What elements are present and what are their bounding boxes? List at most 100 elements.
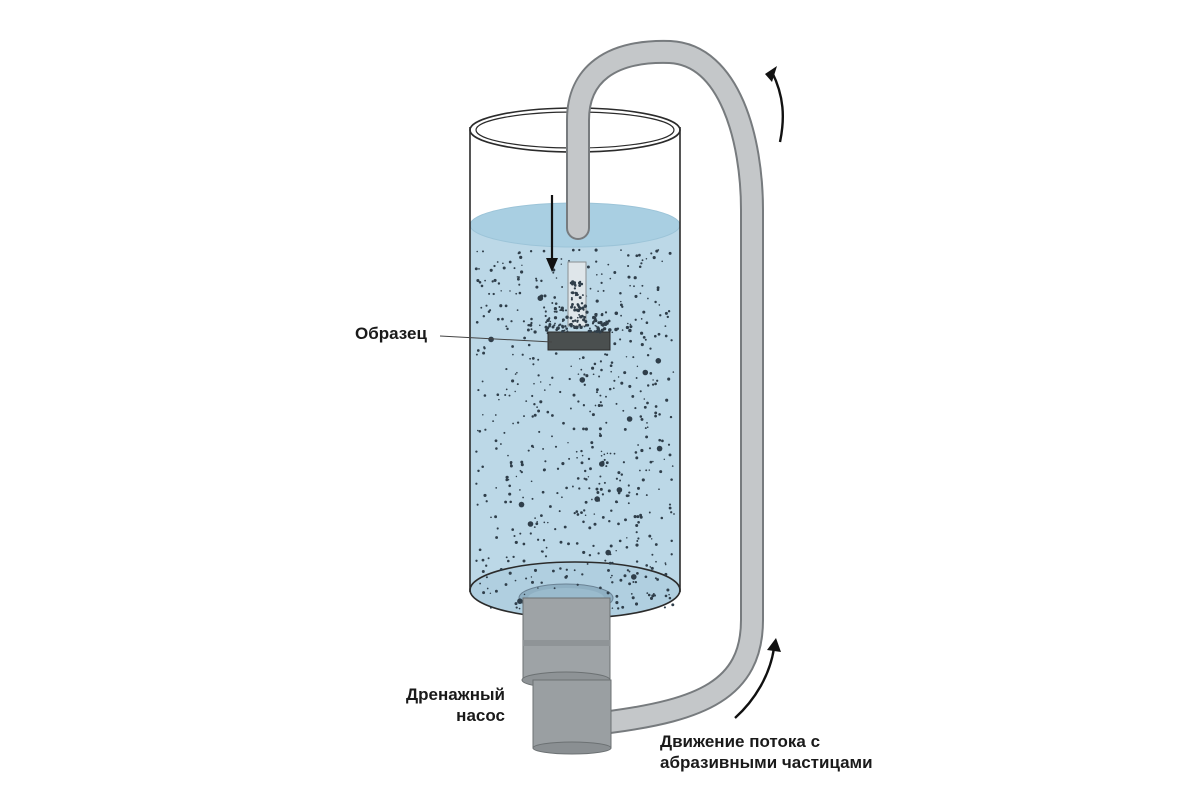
particle bbox=[511, 379, 515, 383]
particle bbox=[632, 581, 635, 583]
particle bbox=[527, 449, 530, 452]
particle bbox=[576, 456, 578, 459]
particle bbox=[601, 460, 605, 464]
particle bbox=[631, 596, 635, 600]
particle bbox=[628, 582, 632, 586]
particle bbox=[590, 441, 594, 445]
particle bbox=[619, 578, 623, 582]
particle bbox=[608, 561, 612, 565]
particle bbox=[504, 304, 508, 308]
particle bbox=[517, 598, 523, 604]
particle bbox=[668, 596, 672, 600]
particle bbox=[611, 607, 614, 609]
particle bbox=[520, 270, 524, 274]
particle bbox=[573, 511, 576, 515]
particle bbox=[603, 458, 606, 461]
particle bbox=[556, 326, 560, 331]
particle bbox=[530, 480, 533, 483]
hose bbox=[568, 41, 762, 732]
abrasive-particles bbox=[474, 248, 675, 610]
particle bbox=[593, 522, 597, 526]
particle bbox=[591, 413, 595, 417]
particle bbox=[529, 532, 532, 535]
particle bbox=[672, 371, 675, 373]
particle bbox=[537, 587, 539, 589]
particle bbox=[603, 453, 606, 456]
particle bbox=[476, 349, 480, 352]
particle bbox=[603, 481, 606, 484]
particle bbox=[644, 338, 647, 341]
particle bbox=[595, 260, 598, 263]
particle bbox=[649, 596, 654, 600]
particle bbox=[511, 345, 514, 348]
particle bbox=[658, 304, 661, 306]
particle bbox=[570, 365, 572, 368]
particle bbox=[596, 388, 599, 392]
particle bbox=[539, 400, 543, 404]
particle bbox=[607, 263, 610, 266]
particle bbox=[500, 290, 502, 292]
particle bbox=[584, 500, 588, 504]
particle bbox=[588, 553, 592, 557]
particle bbox=[606, 591, 610, 595]
particle bbox=[504, 500, 508, 504]
particle bbox=[536, 538, 540, 541]
particle bbox=[478, 280, 482, 284]
particle bbox=[575, 450, 578, 453]
particle bbox=[596, 326, 600, 331]
particle bbox=[513, 534, 516, 538]
particle bbox=[638, 253, 641, 257]
particle bbox=[614, 327, 618, 332]
particle bbox=[514, 602, 518, 606]
particle bbox=[618, 539, 622, 543]
particle bbox=[548, 505, 552, 508]
particle bbox=[639, 390, 642, 393]
particle bbox=[604, 353, 607, 356]
particle bbox=[527, 343, 531, 347]
particle bbox=[561, 329, 565, 333]
particle bbox=[561, 324, 564, 328]
particle bbox=[586, 265, 590, 269]
particle bbox=[545, 546, 548, 549]
particle bbox=[667, 377, 671, 381]
particle bbox=[540, 514, 543, 517]
particle bbox=[542, 539, 546, 542]
particle bbox=[571, 291, 575, 295]
particle bbox=[481, 465, 484, 469]
particle bbox=[579, 377, 586, 383]
particle bbox=[556, 467, 560, 470]
particle bbox=[635, 377, 638, 379]
particle bbox=[653, 334, 657, 338]
particle bbox=[640, 343, 644, 347]
particle bbox=[635, 493, 639, 496]
particle bbox=[615, 549, 617, 552]
particle bbox=[595, 325, 598, 328]
particle bbox=[611, 561, 614, 564]
particle bbox=[640, 262, 643, 265]
particle bbox=[537, 374, 540, 377]
particle bbox=[670, 339, 673, 342]
particle bbox=[522, 320, 525, 323]
particle bbox=[634, 580, 638, 584]
particle bbox=[522, 559, 526, 563]
particle bbox=[567, 542, 570, 546]
particle bbox=[641, 284, 644, 287]
particle bbox=[654, 411, 658, 415]
particle bbox=[637, 520, 640, 524]
particle bbox=[533, 526, 536, 528]
particle bbox=[529, 250, 533, 253]
particle bbox=[531, 357, 535, 360]
particle bbox=[484, 428, 487, 431]
particle bbox=[495, 536, 499, 539]
particle bbox=[535, 522, 539, 526]
particle bbox=[474, 267, 478, 271]
particle bbox=[559, 540, 563, 544]
particle bbox=[589, 287, 592, 290]
particle bbox=[625, 545, 629, 549]
drain-pump-label-line2: насос bbox=[456, 706, 505, 725]
particle bbox=[614, 500, 618, 504]
particle bbox=[504, 393, 507, 397]
particle bbox=[634, 407, 637, 410]
particle bbox=[627, 264, 630, 268]
particle bbox=[637, 537, 640, 540]
